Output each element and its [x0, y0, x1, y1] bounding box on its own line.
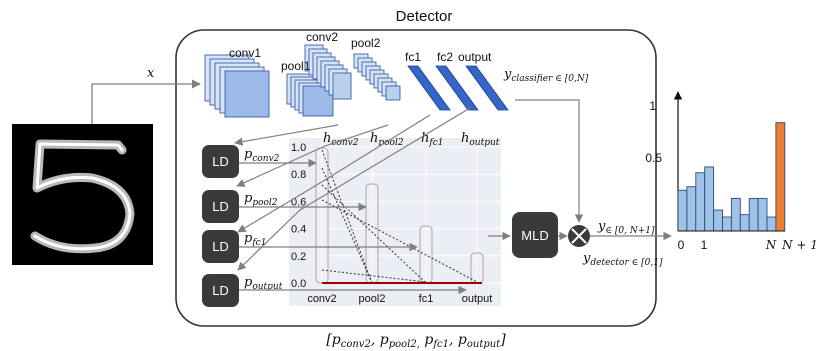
diagram-title: Detector — [396, 8, 453, 25]
conv2-stack — [304, 44, 352, 100]
output-histogram — [673, 91, 786, 232]
trend-xtick-fc1: fc1 — [419, 293, 434, 305]
svg-text:LD: LD — [212, 199, 229, 214]
hist-bar-7 — [739, 214, 750, 232]
fc2-layer — [435, 65, 479, 111]
hist-bar-10 — [766, 216, 777, 232]
hist-xtick-N1: N + 1 — [781, 238, 818, 252]
trend-ytick: 0.8 — [291, 169, 306, 181]
hist-bar-0 — [677, 189, 688, 232]
ld-block-conv2: LD — [202, 145, 239, 178]
hist-xtick-0: 0 — [678, 238, 685, 252]
hist-xtick-N: N — [765, 238, 777, 252]
combiner-otimes — [568, 225, 590, 247]
ld-block-fc1: LD — [202, 230, 239, 263]
trend-xtick-output: output — [462, 293, 493, 305]
svg-text:LD: LD — [212, 239, 229, 254]
output-layer — [465, 65, 509, 111]
h-label-conv2: hconv2 — [323, 131, 359, 148]
y-out-label: y∈ [0, N+1] — [597, 219, 655, 236]
trend-column-output — [470, 252, 484, 284]
pool1-stack — [286, 73, 334, 117]
trend-ytick: 0.2 — [291, 251, 306, 263]
hist-bar-9 — [757, 197, 768, 232]
hist-bar-8 — [748, 197, 759, 232]
hist-ytick-0.5: 0.5 — [645, 151, 662, 165]
p-label-output: poutput — [244, 275, 283, 292]
trend-ytick: 0.4 — [291, 224, 306, 236]
ld-to-chart-arrows — [239, 158, 467, 295]
h-label-output: houtput — [461, 131, 500, 148]
trend-ytick: 0.0 — [291, 278, 306, 290]
layer-label-output: output — [458, 50, 492, 64]
ld-block-pool2: LD — [202, 190, 239, 223]
mld-block: MLD — [512, 212, 558, 258]
classifier-to-combiner-arrow — [515, 99, 584, 223]
layer-label-pool1: pool1 — [281, 59, 311, 73]
y-detector-label: ydetector ∈ [0,1] — [582, 251, 663, 268]
layer-label-fc2: fc2 — [437, 50, 453, 64]
trend-column-pool2 — [365, 183, 379, 284]
h-label-pool2: hpool2 — [370, 131, 404, 148]
svg-text:LD: LD — [212, 283, 229, 298]
hist-xtick-1: 1 — [701, 238, 708, 252]
input-arrow — [91, 79, 201, 124]
trend-line-2 — [321, 167, 373, 284]
pool2-stack — [353, 53, 401, 101]
trend-line-5 — [321, 269, 427, 283]
trend-xtick-conv2: conv2 — [307, 293, 336, 305]
input-var-label: x — [147, 66, 155, 81]
trend-xtick-pool2: pool2 — [359, 293, 386, 305]
layer-label-fc1: fc1 — [405, 50, 421, 64]
trend-ytick: 0.6 — [291, 196, 306, 208]
hist-ytick-1: 1 — [649, 99, 656, 113]
hist-bar-6 — [730, 197, 741, 232]
ld-blocks: LD LD LD LD — [202, 145, 239, 307]
h-label-fc1: hfc1 — [421, 131, 443, 148]
bottom-vector-label: [pconv2, ppool2, pfc1, poutput] — [326, 332, 506, 350]
p-label-fc1: pfc1 — [244, 231, 266, 248]
input-digit-image — [12, 124, 153, 265]
hist-bar-2 — [695, 172, 706, 232]
p-labels: pconv2 ppool2 pfc1 poutput — [244, 147, 283, 292]
detector-frame — [175, 29, 657, 327]
p-label-conv2: pconv2 — [244, 147, 280, 164]
fc-layers — [407, 65, 509, 111]
h-labels: hconv2 hpool2 hfc1 houtput — [323, 131, 500, 148]
layer-to-ld-arrows — [234, 107, 471, 271]
hist-bar-5 — [722, 216, 732, 232]
y-classifier-label: yclassifier ∈ [0,N] — [503, 67, 589, 84]
ld-block-output: LD — [202, 274, 239, 307]
layer-label-conv2: conv2 — [306, 30, 338, 44]
layer-label-pool2: pool2 — [351, 36, 381, 50]
layer-label-conv1: conv1 — [229, 46, 261, 60]
fc1-layer — [407, 65, 451, 111]
hist-bar-11 — [775, 122, 786, 232]
cnn-layers — [204, 44, 509, 118]
hist-bar-4 — [713, 209, 723, 232]
trend-ytick: 1.0 — [291, 142, 306, 154]
conv1-stack — [204, 54, 270, 118]
svg-text:MLD: MLD — [521, 228, 548, 243]
p-label-pool2: ppool2 — [244, 191, 278, 208]
trend-line-4 — [321, 199, 478, 283]
hist-bar-1 — [686, 186, 697, 232]
svg-text:LD: LD — [212, 154, 229, 169]
hist-bar-3 — [704, 166, 715, 232]
